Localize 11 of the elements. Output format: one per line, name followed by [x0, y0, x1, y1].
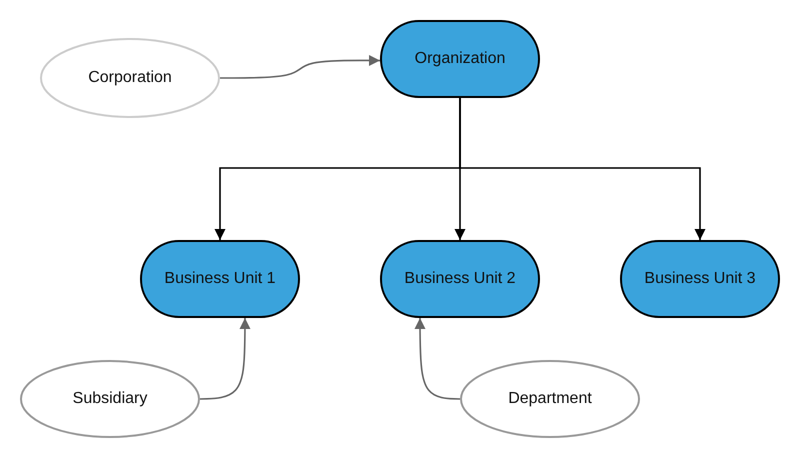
- node-label: Department: [508, 390, 592, 408]
- node-label: Business Unit 2: [404, 270, 516, 288]
- node-label: Corporation: [88, 69, 172, 87]
- node-label: Organization: [414, 50, 506, 68]
- arrow: [220, 54, 380, 79]
- node-label: Business Unit 1: [164, 270, 276, 288]
- arrow: [414, 318, 460, 400]
- node-label: Business Unit 3: [644, 270, 756, 288]
- node-label: Subsidiary: [72, 390, 148, 408]
- arrow: [459, 98, 706, 240]
- arrow: [200, 318, 250, 400]
